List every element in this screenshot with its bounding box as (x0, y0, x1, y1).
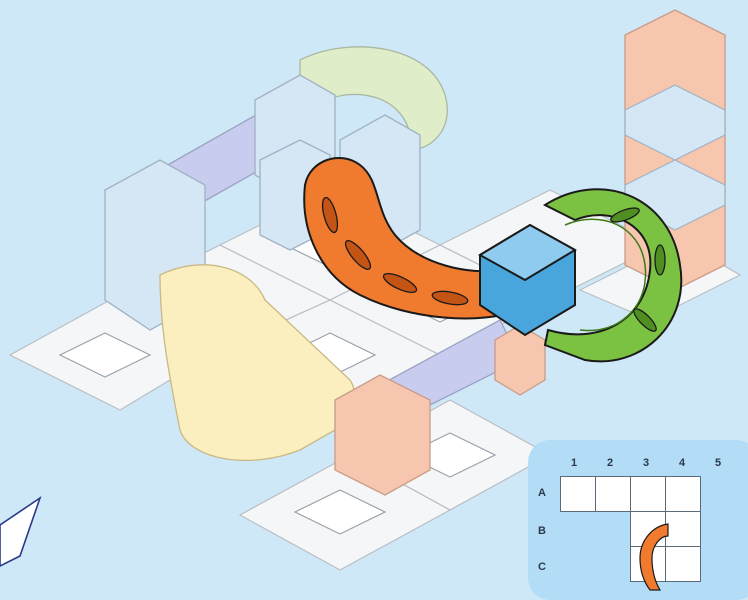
grid-column-label: 5 (715, 457, 722, 469)
grid-cell (665, 476, 701, 512)
blue-connector-piece (478, 223, 577, 337)
arrow-outline-shape (0, 495, 42, 567)
marble-run-assembly-illustration (0, 9, 742, 571)
grid-row-label: A (538, 487, 546, 499)
grid-column-label: 4 (679, 457, 686, 469)
grid-cell (665, 546, 701, 582)
grid-column-label: 3 (643, 457, 650, 469)
orange-curve-piece (303, 156, 522, 320)
grid-cell (560, 476, 596, 512)
green-spiral-piece (542, 188, 683, 363)
grid-cell (595, 476, 631, 512)
ghost-yellow-chute (159, 264, 356, 461)
grid-column-label: 1 (571, 457, 578, 469)
grid-row-label: B (538, 525, 546, 537)
mini-orange-curve-icon (639, 523, 669, 591)
instruction-grid-panel: 1 2 3 4 5 A B C (528, 440, 748, 600)
grid-row-label: C (538, 561, 546, 573)
grid-column-label: 2 (607, 457, 614, 469)
